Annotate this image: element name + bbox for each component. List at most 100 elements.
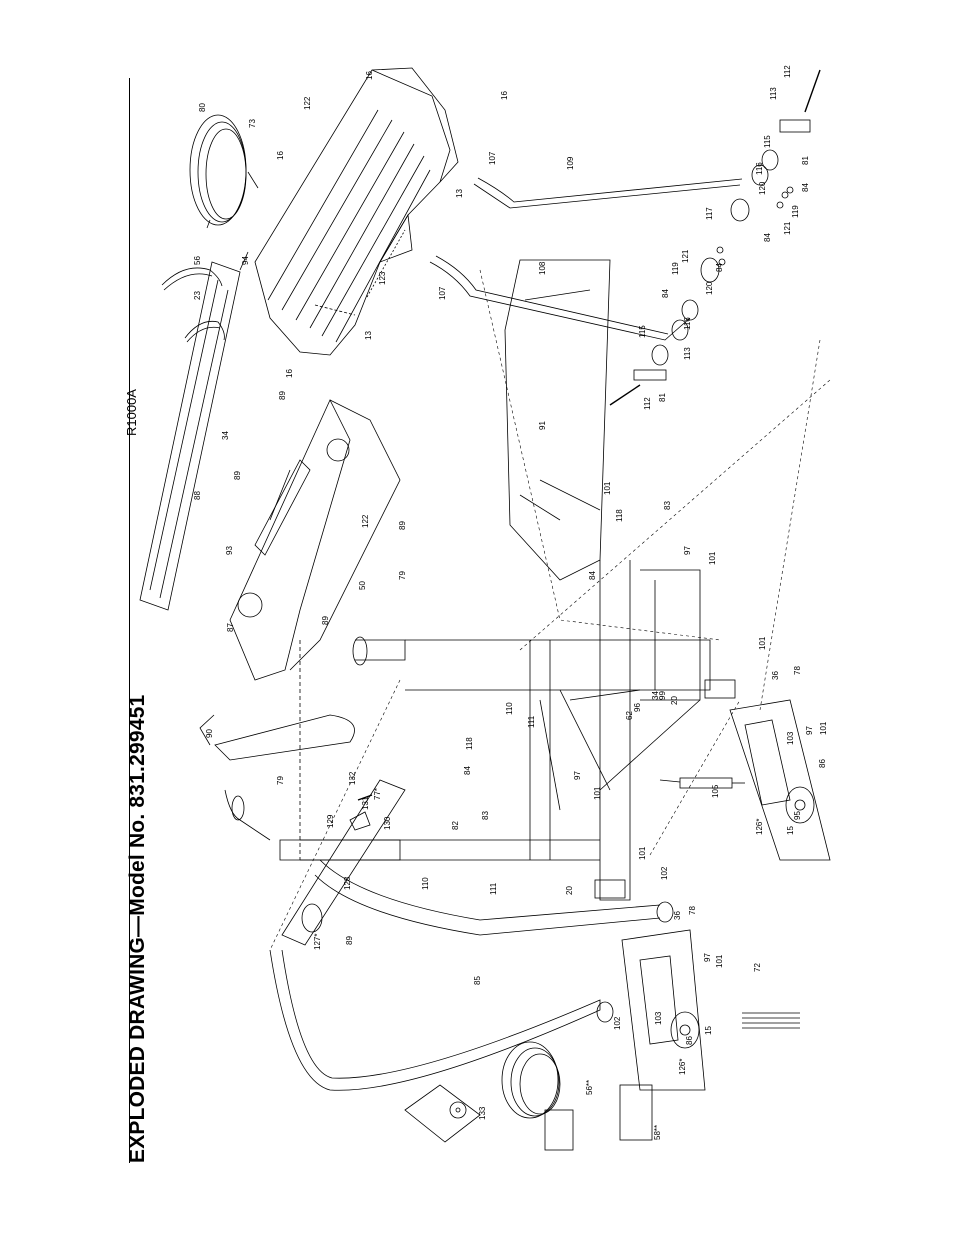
- motor-hood-91: [504, 259, 611, 581]
- callout-122: 122: [303, 96, 312, 110]
- callout-123: 123: [378, 271, 387, 285]
- callout-127s: 127*: [313, 934, 322, 950]
- callout-113: 113: [683, 347, 692, 360]
- callout-108: 108: [538, 261, 547, 275]
- callout-102: 102: [613, 1016, 622, 1030]
- callout-102: 102: [660, 866, 669, 880]
- callout-82: 82: [451, 821, 460, 830]
- callout-91: 91: [538, 421, 547, 430]
- callout-73: 73: [248, 119, 257, 128]
- callout-36: 36: [771, 671, 780, 680]
- callout-97: 97: [573, 771, 582, 780]
- callout-20: 20: [565, 886, 574, 895]
- callout-labels: 1616161612280731313941235623107107109108…: [193, 65, 828, 1140]
- callout-15: 15: [704, 1026, 713, 1035]
- callout-109: 109: [566, 156, 575, 170]
- incline-detail-box-77: [281, 779, 406, 946]
- callout-112: 112: [643, 397, 652, 410]
- callout-130: 130: [383, 816, 392, 830]
- callout-84: 84: [463, 766, 472, 775]
- callout-121: 121: [783, 221, 792, 235]
- callout-119: 119: [791, 205, 800, 218]
- callout-116: 116: [755, 162, 764, 175]
- callout-56: 56: [193, 256, 202, 265]
- upright-bracket-parts: [609, 69, 821, 406]
- callout-79: 79: [276, 776, 285, 785]
- callout-105: 105: [711, 784, 720, 798]
- callout-56ss: 56**: [585, 1080, 594, 1095]
- callout-86: 86: [818, 759, 827, 768]
- callout-34: 34: [221, 431, 230, 440]
- callout-110: 110: [421, 877, 430, 890]
- callout-89: 89: [345, 936, 354, 945]
- callout-23: 23: [193, 291, 202, 300]
- callout-103: 103: [654, 1011, 663, 1025]
- callout-101: 101: [715, 954, 724, 968]
- callout-112: 112: [783, 65, 792, 78]
- callout-84: 84: [715, 263, 724, 272]
- callout-20: 20: [670, 696, 679, 705]
- uprights: [224, 636, 406, 861]
- callout-129: 129: [326, 814, 335, 828]
- callout-83: 83: [481, 811, 490, 820]
- callout-89: 89: [321, 616, 330, 625]
- callout-95: 95: [793, 811, 802, 820]
- callout-13: 13: [455, 189, 464, 198]
- callout-87: 87: [226, 623, 235, 632]
- callout-62: 62: [625, 711, 634, 720]
- wire-harness-56-23: [161, 267, 225, 343]
- callout-50: 50: [358, 581, 367, 590]
- callout-13: 13: [364, 331, 373, 340]
- callout-101: 101: [638, 846, 647, 860]
- callout-89: 89: [278, 391, 287, 400]
- callout-84: 84: [801, 183, 810, 192]
- base-frame: [300, 560, 736, 901]
- callout-111: 111: [527, 715, 536, 728]
- callout-81: 81: [658, 393, 667, 402]
- callout-16: 16: [365, 71, 374, 80]
- console-assembly: [139, 251, 401, 681]
- callout-120: 120: [758, 181, 767, 195]
- callout-101: 101: [819, 721, 828, 735]
- callout-117: 117: [705, 207, 714, 220]
- callout-84: 84: [588, 571, 597, 580]
- walking-deck-assembly: [254, 67, 459, 356]
- callout-107: 107: [488, 151, 497, 165]
- callout-93: 93: [225, 546, 234, 555]
- callout-72: 72: [753, 963, 762, 972]
- incline-motor-105: [659, 777, 745, 789]
- title-rule: [129, 78, 130, 1163]
- callout-119: 119: [671, 262, 680, 275]
- callout-85: 85: [473, 976, 482, 985]
- front-roller-box-left: [621, 929, 706, 1091]
- callout-118: 118: [615, 509, 624, 522]
- rail-85: [269, 859, 674, 1091]
- callout-107: 107: [438, 286, 447, 300]
- callout-101: 101: [603, 481, 612, 495]
- leader-lines: [269, 269, 831, 951]
- callout-86: 86: [685, 1036, 694, 1045]
- front-roller-box-right: [729, 699, 831, 861]
- callout-89: 89: [398, 521, 407, 530]
- callout-94: 94: [241, 256, 250, 265]
- callout-97: 97: [683, 546, 692, 555]
- callout-16: 16: [285, 369, 294, 378]
- accessories: [404, 1041, 653, 1151]
- callout-110: 110: [505, 702, 514, 715]
- callout-90: 90: [205, 729, 214, 738]
- callout-88: 88: [193, 491, 202, 500]
- fasteners-72: [742, 1012, 800, 1029]
- callout-118: 118: [465, 737, 474, 750]
- callout-97: 97: [805, 726, 814, 735]
- callout-96: 96: [633, 703, 642, 712]
- callout-116: 116: [683, 317, 692, 330]
- callout-121: 121: [681, 249, 690, 263]
- walking-belt-90: [199, 714, 355, 761]
- power-cord-80: [189, 114, 259, 229]
- callout-15: 15: [786, 826, 795, 835]
- callout-78: 78: [793, 666, 802, 675]
- callout-101: 101: [593, 786, 602, 800]
- callout-77s: 77*: [373, 788, 382, 800]
